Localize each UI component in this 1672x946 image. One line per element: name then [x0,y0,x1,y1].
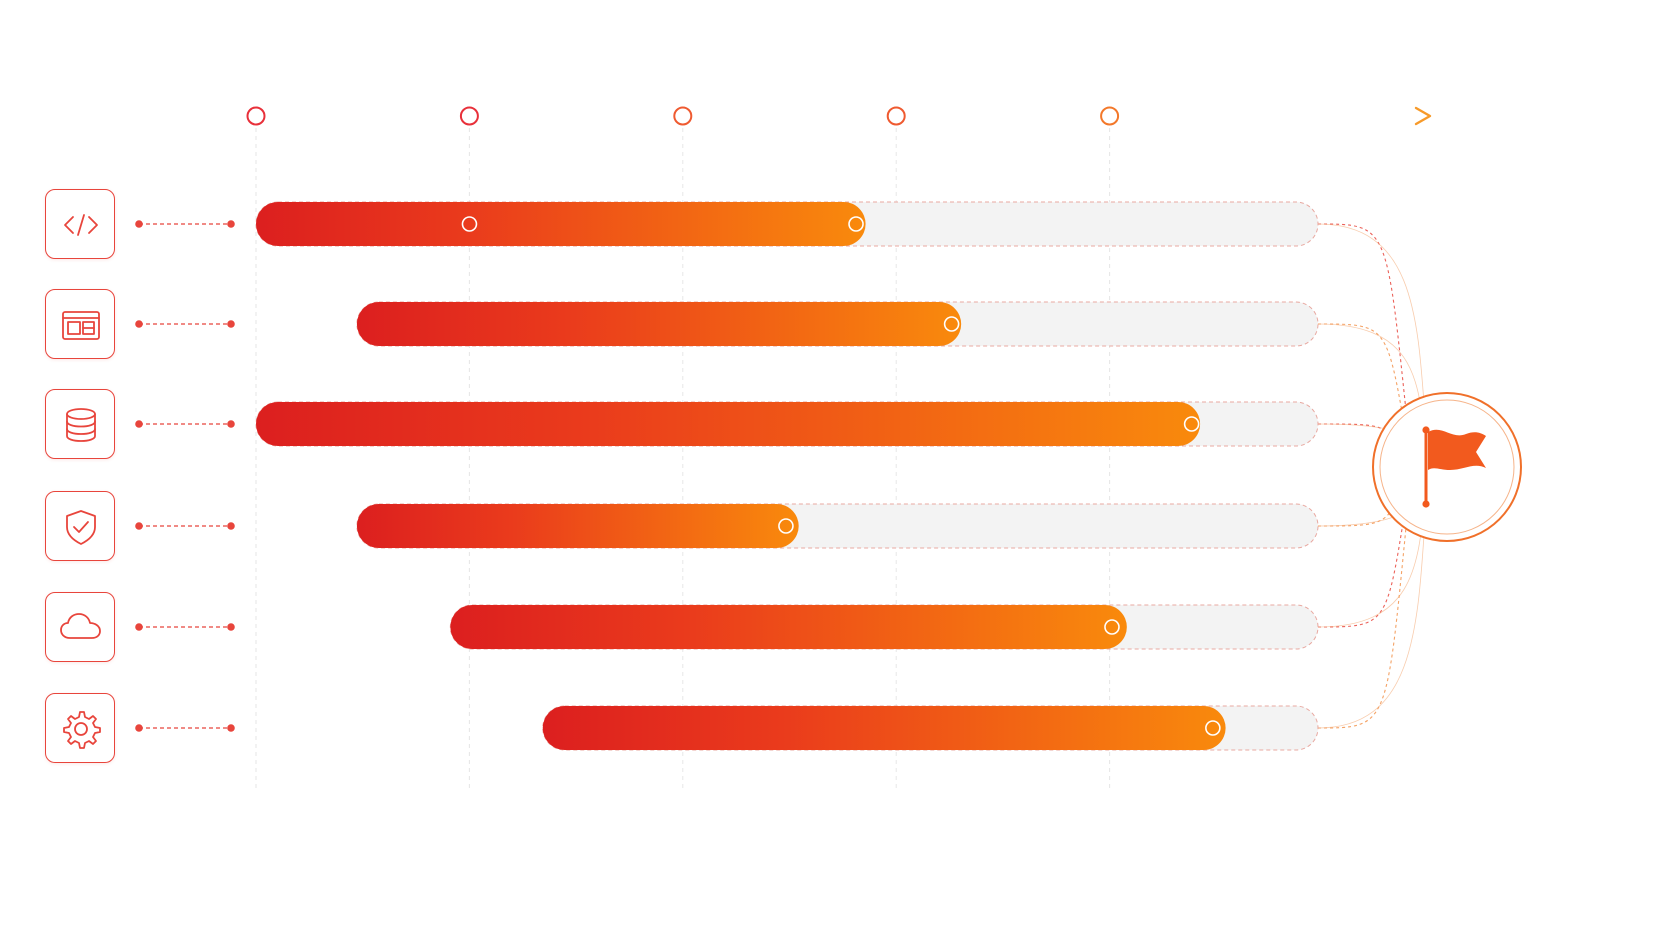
milestone-node-1 [246,106,266,126]
bar-marker-1-1 [461,216,478,232]
layout-icon [62,311,100,340]
timeline-arrowhead [1414,106,1432,126]
timeline-axis [246,106,1432,126]
category-icon-box-2 [45,289,115,359]
icon-link-dot-end-3 [227,420,235,428]
goal-ring-inner [1379,399,1515,535]
bar-row-3 [135,401,1319,447]
bar-marker-2-1 [943,316,960,332]
milestone-node-4 [886,106,906,126]
icon-link-dot-start-4 [135,522,143,530]
bar-progress-2 [356,302,962,346]
bar-row-4 [135,503,1319,549]
shield-check-icon [66,510,96,545]
connector-1 [1317,223,1407,414]
bar-marker-1-2 [848,216,864,232]
connector-6 [1317,524,1407,729]
bar-progress-3 [256,402,1201,446]
connector-5 [1317,502,1407,628]
database-icon [66,408,96,442]
category-icon-box-4 [45,491,115,561]
bar-progress-4 [356,504,799,548]
bar-row-2 [135,301,1319,347]
code-icon [64,214,98,236]
milestone-node-3 [673,106,693,126]
bar-row-5 [135,604,1319,650]
bar-row-1 [135,201,1319,247]
connector-2 [1317,323,1407,436]
category-icon-box-5 [45,592,115,662]
bar-progress-5 [450,605,1127,649]
milestone-node-2 [459,106,479,126]
icon-link-dot-end-2 [227,320,235,328]
icon-link-dot-start-2 [135,320,143,328]
icon-link-dot-start-3 [135,420,143,428]
icon-link-dot-end-6 [227,724,235,732]
gear-icon [63,711,101,749]
cloud-icon [60,613,101,639]
bar-progress-1 [256,202,866,246]
icon-link-dot-start-1 [135,220,143,228]
icon-link-dot-start-5 [135,623,143,631]
bar-marker-5-1 [1104,619,1120,635]
category-icon-box-1 [45,189,115,259]
bar-marker-3-1 [1183,416,1200,432]
progress-bars [135,201,1319,751]
gridlines [255,128,1111,792]
category-icon-box-6 [45,693,115,763]
bar-progress-6 [542,706,1226,750]
bar-marker-6-1 [1205,720,1221,736]
category-icon-box-3 [45,389,115,459]
icon-link-dot-end-1 [227,220,235,228]
icon-link-dot-end-4 [227,522,235,530]
flag-icon [1422,426,1486,508]
goal-marker [1372,392,1522,542]
bar-marker-4-1 [778,518,794,534]
bar-row-6 [135,705,1319,751]
milestone-node-5 [1100,106,1120,126]
icon-link-dot-end-5 [227,623,235,631]
icon-link-dot-start-6 [135,724,143,732]
